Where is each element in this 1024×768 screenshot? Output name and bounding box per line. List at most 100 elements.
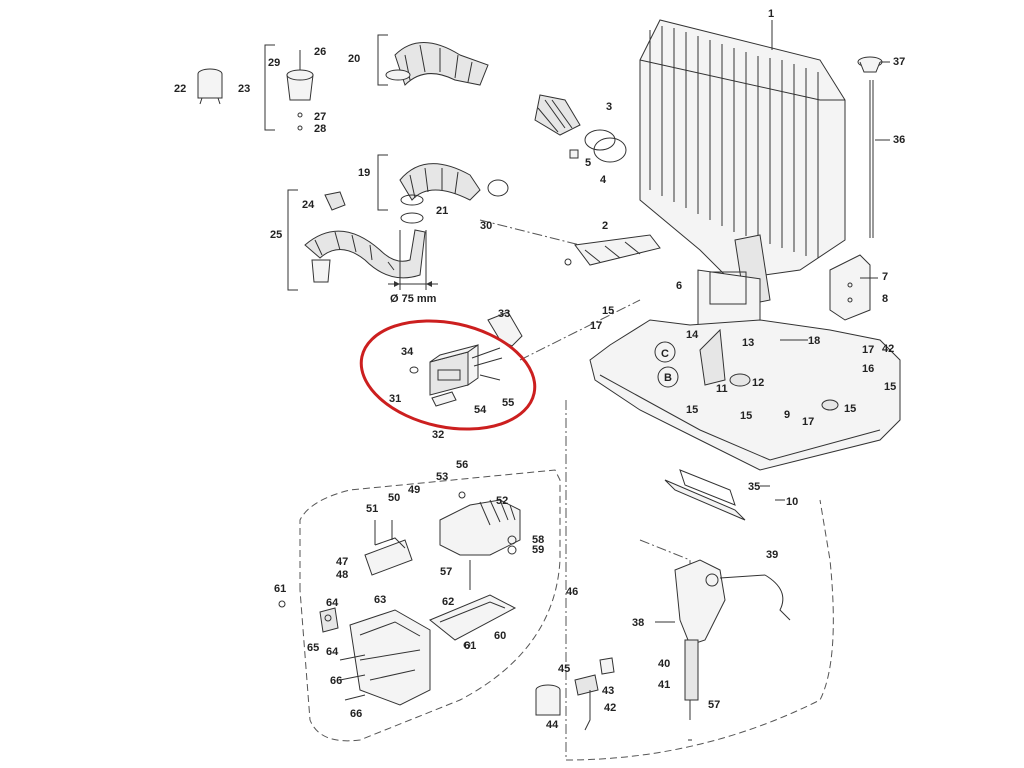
label-51: 51	[366, 503, 378, 515]
label-36: 36	[893, 134, 905, 146]
label-56: 56	[456, 459, 468, 471]
label-5: 5	[585, 157, 591, 169]
screws-lower-left	[278, 535, 517, 701]
label-12: 12	[752, 377, 764, 389]
label-33: 33	[498, 308, 510, 320]
label-59: 59	[532, 544, 544, 556]
label-63: 63	[374, 594, 386, 606]
marker-c: C	[661, 348, 669, 360]
label-55: 55	[502, 397, 514, 409]
label-29: 29	[268, 57, 280, 69]
label-10: 10	[786, 496, 798, 508]
label-27: 27	[314, 111, 326, 123]
label-61b: 61	[464, 640, 476, 652]
label-34: 34	[401, 346, 414, 358]
label-17c: 17	[802, 416, 814, 428]
label-47: 47	[336, 556, 348, 568]
label-41: 41	[658, 679, 670, 691]
label-31: 31	[389, 393, 401, 405]
label-6: 6	[676, 280, 682, 292]
plate-part-63	[319, 607, 431, 706]
label-54: 54	[474, 404, 487, 416]
label-38: 38	[632, 617, 644, 629]
label-15b: 15	[686, 404, 698, 416]
label-57b: 57	[708, 699, 720, 711]
label-13: 13	[742, 337, 754, 349]
base-plate-part-18	[589, 319, 901, 471]
diameter-dimension: Ø 75 mm	[388, 230, 438, 305]
marker-c-label: C	[661, 348, 669, 360]
label-7: 7	[882, 271, 888, 283]
knob-part-22	[197, 68, 223, 105]
label-4: 4	[600, 174, 607, 186]
label-21: 21	[436, 205, 448, 217]
label-3: 3	[606, 101, 612, 113]
label-44: 44	[546, 719, 559, 731]
label-19: 19	[358, 167, 370, 179]
label-50: 50	[388, 492, 400, 504]
label-64b: 64	[326, 646, 339, 658]
label-40: 40	[658, 658, 670, 670]
cable-part-39	[764, 574, 791, 621]
marker-b-label: B	[664, 372, 672, 384]
label-39: 39	[766, 549, 778, 561]
label-64a: 64	[326, 597, 339, 609]
label-28: 28	[314, 123, 326, 135]
label-25: 25	[270, 229, 282, 241]
bracket-part-47	[364, 520, 413, 576]
capacitor-part-23	[264, 44, 314, 131]
label-42a: 42	[882, 343, 894, 355]
label-9: 9	[784, 409, 790, 421]
gas-valve-part-38	[674, 559, 766, 741]
label-43: 43	[602, 685, 614, 697]
marker-b: B	[664, 372, 672, 384]
label-35: 35	[748, 481, 760, 493]
label-26: 26	[314, 46, 326, 58]
label-24: 24	[302, 199, 315, 211]
label-20: 20	[348, 53, 360, 65]
label-18: 18	[808, 335, 820, 347]
label-45: 45	[558, 663, 570, 675]
solenoid-part-44	[535, 657, 615, 731]
label-48: 48	[336, 569, 348, 581]
hose-part-19	[377, 154, 509, 224]
label-23: 23	[238, 83, 250, 95]
burner-part-53	[439, 491, 521, 556]
rod-part-36	[857, 56, 883, 238]
leader-lines	[655, 20, 890, 623]
label-57a: 57	[440, 566, 452, 578]
hose-part-20	[377, 34, 489, 86]
label-2: 2	[602, 220, 608, 232]
label-49: 49	[408, 484, 420, 496]
label-15a: 15	[602, 305, 614, 317]
label-1: 1	[768, 8, 774, 20]
label-58: 58	[532, 534, 544, 546]
label-37: 37	[893, 56, 905, 68]
label-62: 62	[442, 596, 454, 608]
hose-part-25	[287, 189, 426, 291]
heat-exchanger-part-1	[639, 19, 846, 306]
label-16: 16	[862, 363, 874, 375]
label-32: 32	[432, 429, 444, 441]
label-15e: 15	[884, 381, 896, 393]
label-42b: 42	[604, 702, 616, 714]
hose-part-3	[534, 94, 627, 163]
part-labels: 1 2 3 4 5 6 7 8 9 10 11 12 13 14 15 15 1…	[174, 8, 905, 731]
label-11: 11	[716, 383, 728, 395]
bracket-part-7	[829, 254, 871, 321]
label-46: 46	[566, 586, 578, 598]
label-8: 8	[882, 293, 888, 305]
label-66b: 66	[350, 708, 362, 720]
label-15c: 15	[740, 410, 752, 422]
label-66a: 66	[330, 675, 342, 687]
label-30: 30	[480, 220, 492, 232]
label-53: 53	[436, 471, 448, 483]
diameter-label: Ø 75 mm	[390, 293, 437, 305]
label-52: 52	[496, 495, 508, 507]
label-14: 14	[686, 329, 699, 341]
label-17a: 17	[590, 320, 602, 332]
label-22: 22	[174, 83, 186, 95]
igniter-assembly	[359, 311, 537, 431]
fin-strip-part-2	[564, 234, 661, 266]
